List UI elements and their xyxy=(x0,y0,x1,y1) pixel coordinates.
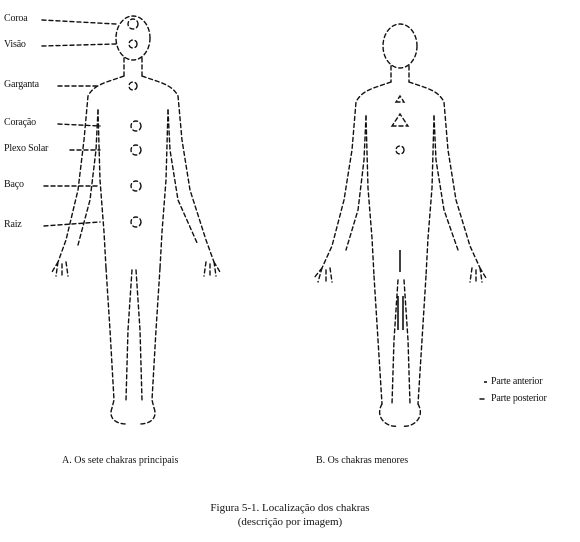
label-throat: Garganta xyxy=(4,79,39,90)
label-heart: Coração xyxy=(4,117,36,128)
label-solar-plexus: Plexo Solar xyxy=(4,143,48,154)
left-body-outline xyxy=(52,16,220,424)
major-chakra-markers xyxy=(128,19,141,227)
label-connectors xyxy=(42,20,116,226)
label-spleen: Baço xyxy=(4,179,24,190)
subcaption-major-chakras: A. Os sete chakras principais xyxy=(62,455,178,466)
label-crown: Coroa xyxy=(4,13,27,24)
legend-markers xyxy=(480,382,487,399)
label-vision: Visão xyxy=(4,39,26,50)
subcaption-minor-chakras: B. Os chakras menores xyxy=(316,455,408,466)
legend-back: Parte posterior xyxy=(491,393,547,404)
right-body-outline xyxy=(314,24,486,426)
label-root: Raiz xyxy=(4,219,22,230)
figure-caption-title: Figura 5-1. Localização dos chakras xyxy=(0,502,580,514)
figure-caption-subtitle: (descrição por imagem) xyxy=(0,516,580,528)
legend-front: Parte anterior xyxy=(491,376,542,387)
